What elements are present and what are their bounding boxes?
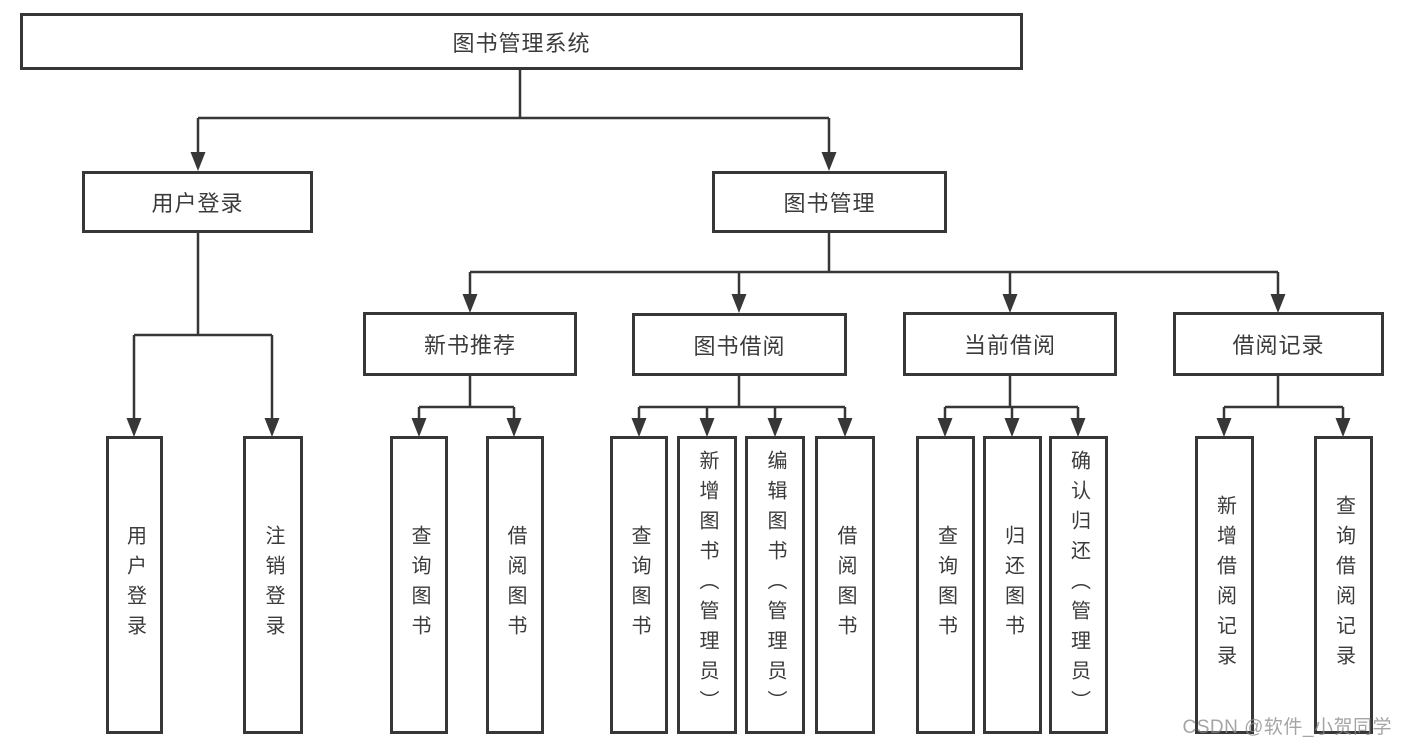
leaf-confirm-return-admin: 确认归还（管理员） bbox=[1049, 436, 1108, 734]
leaf-query-borrow-record: 查询借阅记录 bbox=[1314, 436, 1373, 734]
connector-arrowheads bbox=[126, 152, 1351, 437]
leaf-query-books-borrow: 查询图书 bbox=[610, 436, 668, 734]
leaf-query-books-recommend: 查询图书 bbox=[390, 436, 448, 734]
leaf-add-borrow-record: 新增借阅记录 bbox=[1195, 436, 1254, 734]
leaf-borrow-books-recommend: 借阅图书 bbox=[486, 436, 544, 734]
leaf-logout: 注销登录 bbox=[243, 436, 303, 734]
node-label: 查询图书 bbox=[628, 525, 650, 645]
node-label: 归还图书 bbox=[1001, 525, 1024, 645]
node-label: 新增图书（管理员） bbox=[696, 450, 718, 720]
node-new-book-recommend: 新书推荐 bbox=[363, 312, 577, 376]
node-library-management-system: 图书管理系统 bbox=[20, 13, 1023, 70]
node-label: 确认归还（管理员） bbox=[1067, 450, 1090, 720]
leaf-return-book: 归还图书 bbox=[983, 436, 1042, 734]
node-label: 查询借阅记录 bbox=[1332, 495, 1355, 675]
csdn-watermark: CSDN @软件_小贺同学 bbox=[1182, 717, 1392, 738]
node-current-borrow: 当前借阅 bbox=[903, 312, 1117, 376]
node-user-login: 用户登录 bbox=[82, 171, 313, 233]
node-label: 借阅图书 bbox=[504, 525, 526, 645]
node-book-borrow: 图书借阅 bbox=[632, 313, 847, 376]
leaf-add-book-admin: 新增图书（管理员） bbox=[677, 436, 737, 734]
leaf-query-books-current: 查询图书 bbox=[916, 436, 975, 734]
leaf-edit-book-admin: 编辑图书（管理员） bbox=[745, 436, 805, 734]
node-label: 新增借阅记录 bbox=[1213, 495, 1236, 675]
leaf-user-login: 用户登录 bbox=[106, 436, 163, 734]
node-label: 用户登录 bbox=[123, 525, 146, 645]
node-label: 借阅图书 bbox=[834, 525, 856, 645]
node-label: 注销登录 bbox=[262, 525, 284, 645]
node-book-management: 图书管理 bbox=[712, 171, 947, 233]
node-label: 查询图书 bbox=[934, 525, 957, 645]
leaf-borrow-books: 借阅图书 bbox=[815, 436, 875, 734]
node-label: 查询图书 bbox=[408, 525, 430, 645]
connector-stems bbox=[132, 70, 1345, 424]
node-label: 编辑图书（管理员） bbox=[764, 450, 786, 720]
node-borrow-records: 借阅记录 bbox=[1173, 312, 1384, 376]
